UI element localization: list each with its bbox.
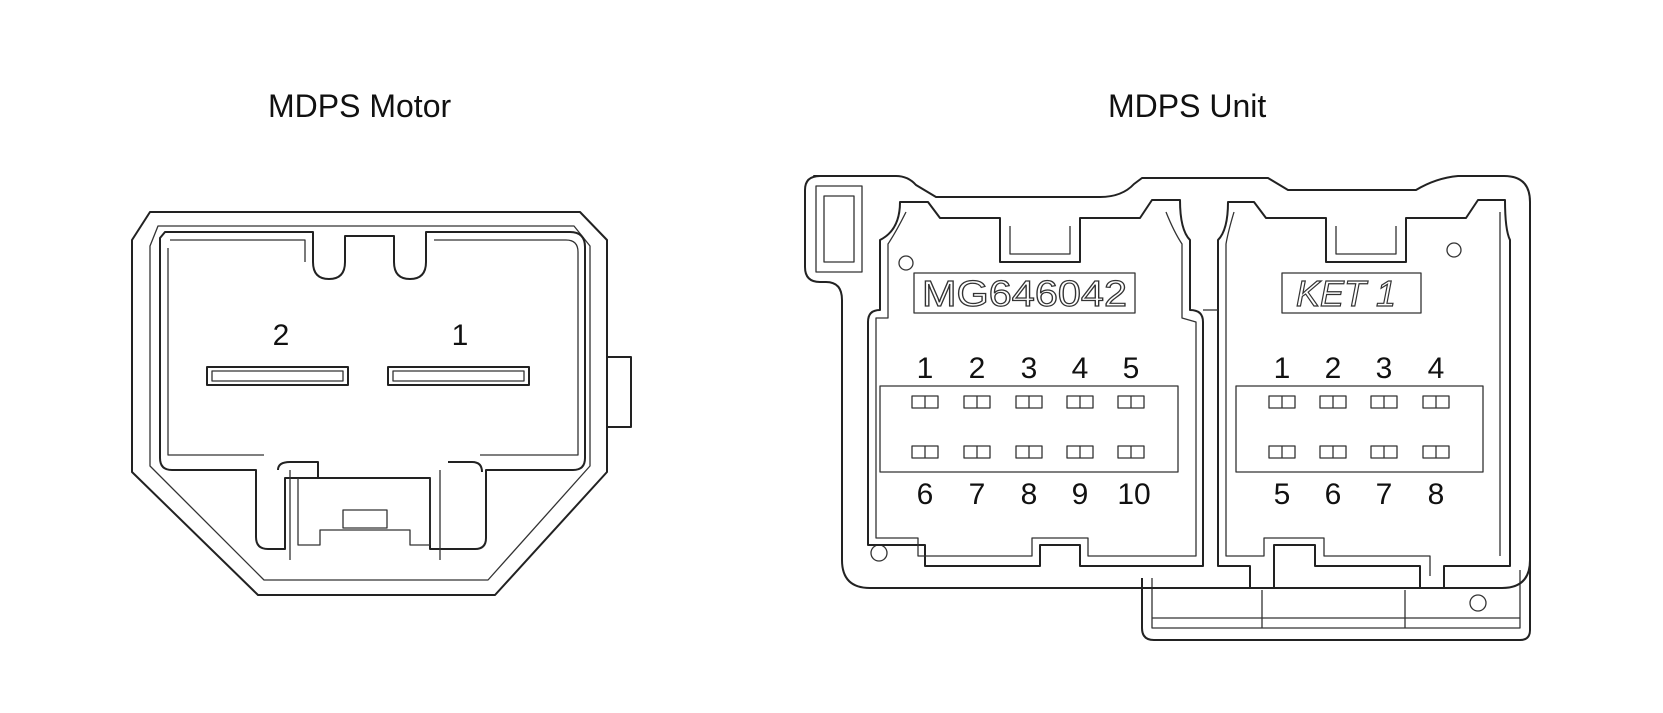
unit-a-pin-label: 6 (917, 478, 934, 511)
motor-connector-title: MDPS Motor (268, 88, 452, 124)
terminal-slots (911, 395, 1450, 459)
unit-connector: MG646042 KET 1 1 2 3 4 5 6 7 8 9 10 1 2 … (804, 175, 1531, 641)
unit-b-pin-label: 1 (1274, 352, 1291, 385)
unit-a-pin-label: 2 (969, 352, 986, 385)
motor-connector: 2 1 (131, 211, 632, 596)
unit-connector-title: MDPS Unit (1108, 88, 1267, 124)
unit-a-pin-label: 1 (917, 352, 934, 385)
connector-marking-b: KET 1 (1296, 273, 1396, 314)
unit-a-pin-label: 8 (1021, 478, 1038, 511)
unit-b-pin-label: 8 (1428, 478, 1445, 511)
connector-marking-a: MG646042 (922, 273, 1127, 314)
unit-a-pin-label: 9 (1072, 478, 1089, 511)
unit-b-pin-label: 6 (1325, 478, 1342, 511)
unit-b-pin-label: 7 (1376, 478, 1393, 511)
unit-b-pin-label: 2 (1325, 352, 1342, 385)
unit-a-pin-label: 4 (1072, 352, 1089, 385)
unit-a-pin-label: 5 (1123, 352, 1140, 385)
unit-b-pin-label: 5 (1274, 478, 1291, 511)
unit-b-pin-label: 4 (1428, 352, 1445, 385)
unit-a-pin-label: 10 (1117, 478, 1150, 511)
unit-b-pin-label: 3 (1376, 352, 1393, 385)
motor-pin-label: 2 (273, 319, 290, 352)
motor-pin-label: 1 (452, 319, 469, 352)
unit-a-pin-label: 3 (1021, 352, 1038, 385)
unit-a-pin-label: 7 (969, 478, 986, 511)
